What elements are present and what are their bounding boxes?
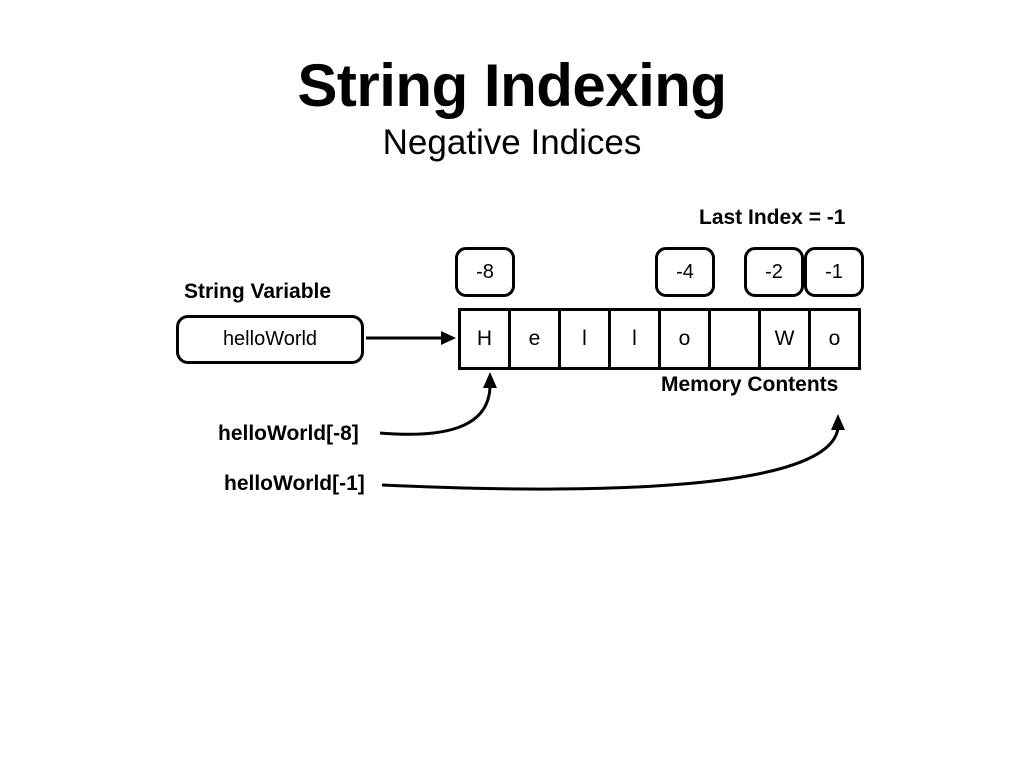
memory-cell: [711, 311, 761, 367]
memory-cell: H: [461, 311, 511, 367]
index-box-neg8: -8: [455, 247, 515, 297]
memory-cell: o: [811, 311, 861, 367]
memory-array: H e l l o W o: [458, 308, 861, 370]
access-expression-last: helloWorld[-1]: [224, 472, 365, 495]
index-arrowhead-first: [483, 372, 497, 388]
index-box-neg4: -4: [655, 247, 715, 297]
index-arrow-last: [381, 427, 840, 491]
memory-cell: l: [561, 311, 611, 367]
pointer-arrowhead: [441, 331, 456, 345]
index-label: -2: [765, 261, 783, 283]
slide-title: String Indexing: [297, 52, 727, 119]
memory-cell: l: [611, 311, 661, 367]
string-variable-label: String Variable: [184, 280, 332, 303]
index-label: -8: [476, 261, 494, 283]
memory-contents-label: Memory Contents: [661, 373, 839, 396]
memory-cell: e: [511, 311, 561, 367]
index-box-neg1: -1: [804, 247, 864, 297]
index-box-neg2: -2: [744, 247, 804, 297]
access-expression-first: helloWorld[-8]: [218, 422, 359, 445]
index-arrowhead-last: [831, 414, 845, 430]
variable-box: helloWorld: [176, 315, 364, 364]
index-arrow-first: [379, 384, 492, 436]
slide-subtitle: Negative Indices: [382, 123, 642, 162]
last-index-label: Last Index = -1: [699, 206, 846, 229]
variable-name: helloWorld: [222, 328, 318, 350]
memory-cell: W: [761, 311, 811, 367]
index-label: -1: [825, 261, 843, 283]
memory-cell: o: [661, 311, 711, 367]
index-label: -4: [676, 261, 694, 283]
